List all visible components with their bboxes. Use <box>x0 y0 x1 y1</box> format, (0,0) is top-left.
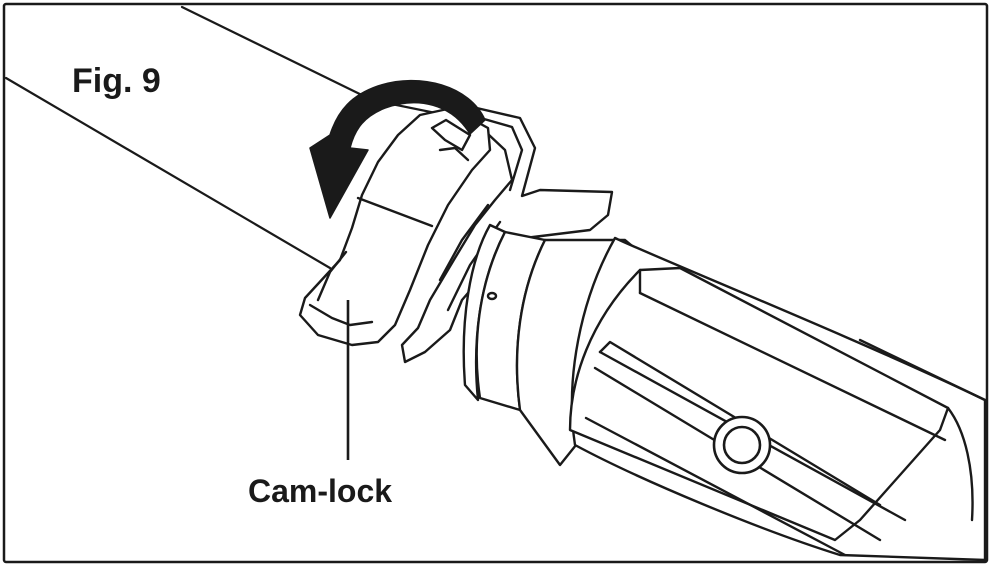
grip-button <box>712 415 772 475</box>
cam-lock-lever <box>298 106 492 347</box>
cam-lock-label: Cam-lock <box>248 473 392 509</box>
rotation-arrow-icon <box>309 79 486 219</box>
figure-title: Fig. 9 <box>72 62 161 100</box>
grip-housing <box>568 236 987 562</box>
